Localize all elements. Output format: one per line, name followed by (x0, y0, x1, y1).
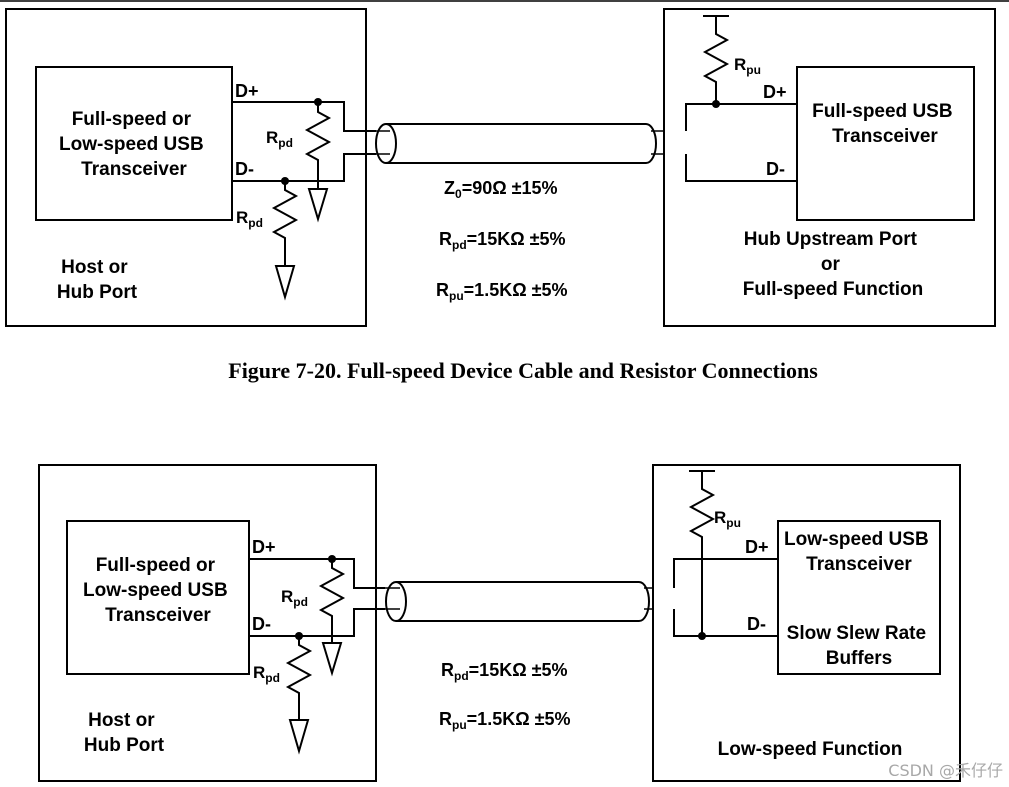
rpu-spec: Rpu=1.5KΩ ±5% (439, 709, 571, 732)
rpu-label: Rpu (734, 55, 761, 77)
rpd-spec: Rpd=15KΩ ±5% (439, 229, 566, 252)
z0-spec: Z0=90Ω ±15% (444, 178, 558, 201)
rpu-resistor (688, 470, 716, 636)
device-port-label: Hub Upstream Port or Full-speed Function (743, 229, 924, 300)
usb-cable (385, 581, 674, 622)
device-transceiver-box (796, 66, 975, 221)
device-transceiver-label: Low-speed USB Transceiver (784, 529, 934, 575)
host-dplus-wire (232, 101, 376, 132)
host-dplus-wire (249, 558, 385, 589)
rpd-resistor-dminus (271, 181, 299, 301)
rpu-spec: Rpu=1.5KΩ ±5% (436, 280, 568, 303)
rpd-resistor-dplus (318, 559, 346, 677)
low-speed-diagram: Full-speed or Low-speed USB Transceiver … (38, 464, 961, 782)
device-dplus-label: D+ (745, 537, 769, 557)
rpd-label-2: Rpd (236, 208, 263, 230)
device-transceiver-box (777, 520, 941, 675)
rpd-resistor-dminus (285, 636, 313, 755)
device-dplus-label: D+ (763, 82, 787, 102)
rpu-resistor (702, 15, 730, 104)
host-dminus-label: D- (235, 159, 254, 179)
host-transceiver-label: Full-speed or Low-speed USB Transceiver (59, 109, 209, 180)
device-dminus-wire (673, 609, 778, 637)
host-transceiver-box (66, 520, 250, 675)
host-dplus-label: D+ (252, 537, 276, 557)
usb-cable (375, 123, 686, 164)
host-transceiver-box (35, 66, 233, 221)
rpd-resistor-dplus (304, 102, 332, 223)
host-dminus-label: D- (252, 614, 271, 634)
device-transceiver-label: Full-speed USB Transceiver (812, 101, 958, 147)
device-buffers-label: Slow Slew Rate Buffers (787, 623, 932, 669)
rpd-spec: Rpd=15KΩ ±5% (441, 660, 568, 683)
host-port-label: Host or Hub Port (57, 257, 138, 303)
device-dplus-wire (685, 103, 797, 131)
rpd-label-1: Rpd (266, 128, 293, 150)
host-dplus-label: D+ (235, 81, 259, 101)
device-dminus-label: D- (766, 159, 785, 179)
device-dplus-wire (673, 558, 778, 588)
figure-caption: Figure 7-20. Full-speed Device Cable and… (228, 358, 818, 383)
full-speed-diagram: Full-speed or Low-speed USB Transceiver … (5, 8, 996, 327)
rpu-label: Rpu (714, 508, 741, 530)
device-dminus-wire (685, 154, 797, 182)
rpd-label-2: Rpd (253, 663, 280, 685)
csdn-watermark: CSDN @禾仔仔 (888, 761, 1003, 780)
host-transceiver-label: Full-speed or Low-speed USB Transceiver (83, 555, 233, 626)
host-port-label: Host or Hub Port (84, 710, 165, 756)
device-dminus-label: D- (747, 614, 766, 634)
device-port-label: Low-speed Function (718, 739, 903, 760)
rpd-label-1: Rpd (281, 587, 308, 609)
